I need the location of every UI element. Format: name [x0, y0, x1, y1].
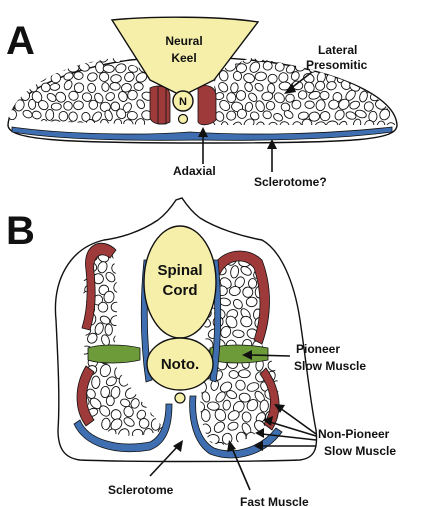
cell: [74, 71, 84, 79]
cell: [106, 396, 114, 406]
spinal-cord-label-1: Spinal: [157, 262, 202, 279]
non-pioneer-label-2: Slow Muscle: [324, 444, 396, 458]
cell: [45, 109, 54, 120]
cell: [280, 51, 290, 62]
panel-b-notochord-label: Noto.: [161, 356, 199, 373]
panel-b: B Spinal Cord Noto. Pioneer: [6, 198, 396, 507]
cell: [374, 69, 388, 83]
pioneer-label-1: Pioneer: [296, 342, 340, 356]
panel-a-letter: A: [6, 19, 35, 63]
panel-b-letter: B: [6, 209, 35, 253]
cell: [368, 64, 378, 73]
cell: [387, 54, 397, 64]
cell: [102, 82, 110, 91]
cell: [91, 376, 100, 389]
cell: [105, 324, 112, 335]
adaxial-label: Adaxial: [173, 164, 216, 178]
cell: [3, 71, 14, 81]
cell: [83, 227, 96, 242]
cell: [85, 52, 97, 64]
cell: [281, 235, 292, 248]
cell: [9, 91, 17, 103]
cell: [21, 61, 33, 73]
cell: [56, 60, 68, 72]
cell: [15, 82, 25, 94]
cell: [387, 70, 395, 82]
cell: [268, 74, 278, 83]
sclerotome-b-label: Sclerotome: [108, 483, 174, 497]
lateral-presomitic-label-1: Lateral: [318, 43, 357, 57]
cell: [26, 69, 36, 81]
cell: [127, 111, 137, 120]
cell: [378, 60, 392, 74]
cell: [75, 52, 86, 63]
cell: [21, 91, 30, 101]
lateral-presomitic-label-2: Presomitic: [306, 58, 368, 72]
cell: [248, 278, 257, 288]
cell: [350, 72, 362, 84]
panel-b-hypochord: [175, 393, 185, 403]
spinal-cord-label-2: Cord: [163, 282, 198, 299]
cell: [37, 71, 49, 83]
cell: [13, 70, 25, 82]
cell: [242, 287, 253, 298]
cell: [374, 79, 386, 91]
pioneer-label-2: Slow Muscle: [294, 359, 366, 373]
cell: [28, 99, 36, 109]
cell: [320, 111, 331, 121]
panel-a: A Neural Keel N Lateral Presomitic: [1, 17, 398, 189]
cell: [4, 101, 14, 110]
cell: [328, 100, 338, 110]
cell: [320, 91, 329, 100]
cell: [361, 70, 375, 84]
panel-a-hypochord: [179, 115, 188, 124]
pioneer-muscle-left: [88, 345, 140, 363]
cell: [89, 100, 98, 109]
cell: [372, 52, 384, 65]
cell: [8, 109, 17, 120]
non-pioneer-label-1: Non-Pioneer: [318, 427, 390, 441]
neural-keel-label-2: Keel: [171, 51, 196, 65]
cell: [238, 370, 250, 378]
cell: [59, 111, 69, 121]
pioneer-arrow: [250, 355, 290, 356]
cell: [51, 103, 61, 110]
cell: [63, 54, 72, 64]
cell: [387, 81, 399, 91]
cell: [110, 82, 121, 90]
cell: [134, 82, 144, 91]
cell: [11, 61, 21, 72]
cell: [48, 50, 62, 63]
fast-muscle-label: Fast Muscle: [240, 495, 309, 507]
cell: [263, 61, 273, 70]
cell: [73, 230, 86, 242]
cell: [291, 52, 304, 65]
cell: [39, 54, 48, 63]
cell: [265, 52, 275, 62]
cell: [98, 302, 108, 313]
neural-keel-label-1: Neural: [165, 34, 202, 48]
cell: [305, 101, 315, 109]
sclerotome-a-label: Sclerotome?: [254, 175, 327, 189]
panel-a-notochord-label: N: [179, 96, 187, 108]
cell: [103, 65, 115, 73]
cell: [1, 78, 14, 92]
